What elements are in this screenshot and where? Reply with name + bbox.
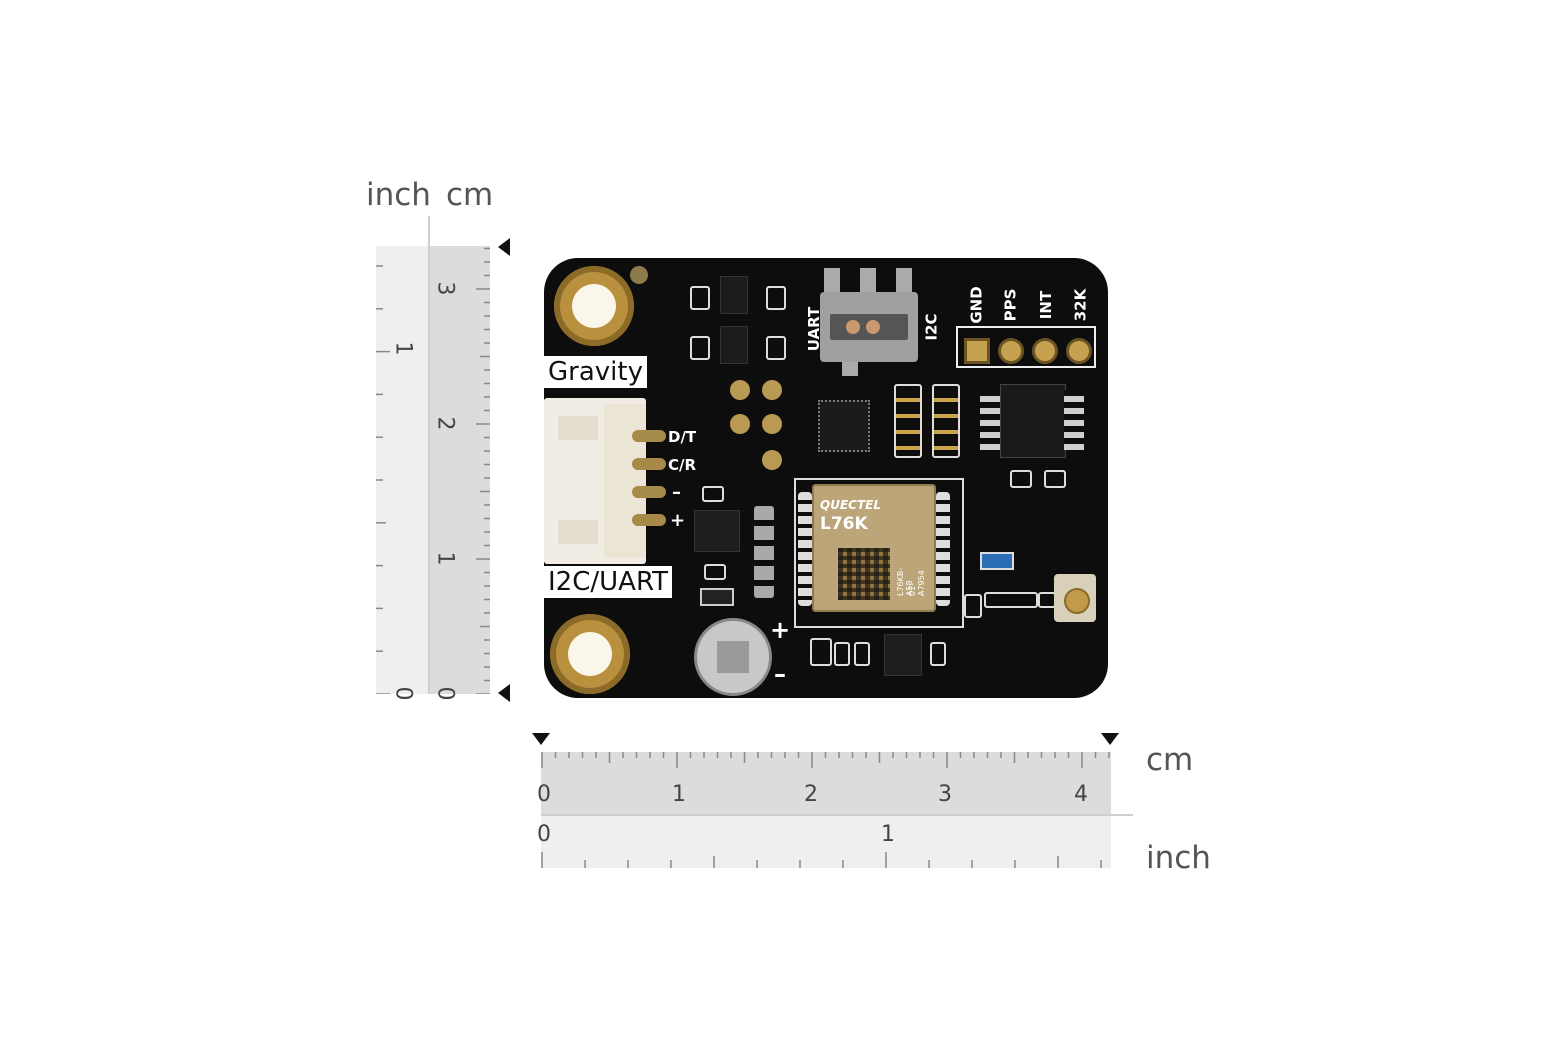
horizontal-left-arrow bbox=[532, 733, 550, 745]
soic-chip bbox=[1000, 384, 1066, 458]
cap-plus-label: + bbox=[770, 616, 791, 644]
pin-label-cr: C/R bbox=[668, 456, 697, 474]
vertical-cm-tick-1: 1 bbox=[432, 551, 458, 566]
vertical-inch-strip bbox=[376, 246, 428, 694]
horizontal-ruler: 0 1 2 3 4 0 1 bbox=[537, 752, 1133, 868]
uart-i2c-switch[interactable] bbox=[820, 292, 918, 362]
sot-regulator bbox=[694, 510, 740, 552]
vertical-inch-label: inch bbox=[366, 177, 431, 213]
switch-label-uart: UART bbox=[805, 306, 824, 352]
horizontal-cm-label: cm bbox=[1146, 742, 1194, 778]
horizontal-inch-tick-0: 0 bbox=[537, 822, 551, 847]
gps-module-l76k: QUECTEL L76K L76KB-A58 01-A7954 bbox=[812, 484, 936, 612]
vertical-inch-tick-1: 1 bbox=[390, 341, 416, 356]
vertical-ruler: 0 1 0 1 2 3 bbox=[376, 216, 490, 701]
mounting-hole-top bbox=[554, 266, 634, 346]
qr-code-icon bbox=[838, 548, 890, 600]
module-brand: QUECTEL bbox=[820, 498, 881, 512]
backup-capacitor bbox=[694, 618, 772, 696]
horizontal-inch-tick-1: 1 bbox=[881, 822, 895, 847]
horizontal-cm-strip bbox=[541, 752, 1111, 814]
switch-label-i2c: I2C bbox=[922, 313, 941, 341]
pin-label-minus: – bbox=[672, 482, 681, 503]
module-code-2: 01-A7954 bbox=[908, 570, 926, 596]
vertical-cm-strip bbox=[428, 246, 490, 694]
header-pin-32k: 32K bbox=[1071, 288, 1090, 322]
gravity-label: Gravity bbox=[544, 356, 647, 388]
interface-label: I2C/UART bbox=[544, 566, 672, 598]
horizontal-inch-strip bbox=[541, 814, 1111, 868]
vertical-cm-tick-2: 2 bbox=[432, 416, 458, 431]
pin-label-plus: + bbox=[670, 510, 686, 531]
antenna-connector[interactable] bbox=[1054, 574, 1096, 622]
vertical-inch-tick-0: 0 bbox=[390, 686, 416, 701]
horizontal-cm-tick-4: 4 bbox=[1074, 782, 1088, 807]
header-pin-gnd: GND bbox=[967, 286, 986, 324]
mounting-hole-bottom bbox=[550, 614, 630, 694]
qfn-chip bbox=[818, 400, 870, 452]
horizontal-cm-tick-2: 2 bbox=[804, 782, 818, 807]
horizontal-cm-tick-0: 0 bbox=[537, 782, 551, 807]
vertical-ruler-ticks bbox=[376, 247, 490, 694]
pin-label-dt: D/T bbox=[668, 428, 697, 446]
header-pin-pps: PPS bbox=[1001, 288, 1020, 322]
vertical-cm-label: cm bbox=[446, 177, 494, 213]
horizontal-right-arrow bbox=[1101, 733, 1119, 745]
header-pins bbox=[956, 326, 1096, 368]
gravity-connector bbox=[544, 398, 646, 564]
header-pin-int: INT bbox=[1037, 290, 1056, 320]
vertical-top-arrow bbox=[498, 238, 510, 256]
module-model: L76K bbox=[820, 514, 868, 534]
horizontal-inch-label: inch bbox=[1146, 840, 1211, 876]
vertical-cm-tick-0: 0 bbox=[432, 686, 458, 701]
vertical-cm-tick-3: 3 bbox=[432, 281, 458, 296]
horizontal-ruler-ticks bbox=[541, 752, 1110, 868]
vertical-bottom-arrow bbox=[498, 684, 510, 702]
horizontal-cm-tick-3: 3 bbox=[938, 782, 952, 807]
horizontal-cm-tick-1: 1 bbox=[672, 782, 686, 807]
cap-minus-label: – bbox=[774, 660, 786, 688]
gps-module-board: Gravity D/T C/R – + I2C/UART UART I2C GN… bbox=[544, 258, 1108, 698]
